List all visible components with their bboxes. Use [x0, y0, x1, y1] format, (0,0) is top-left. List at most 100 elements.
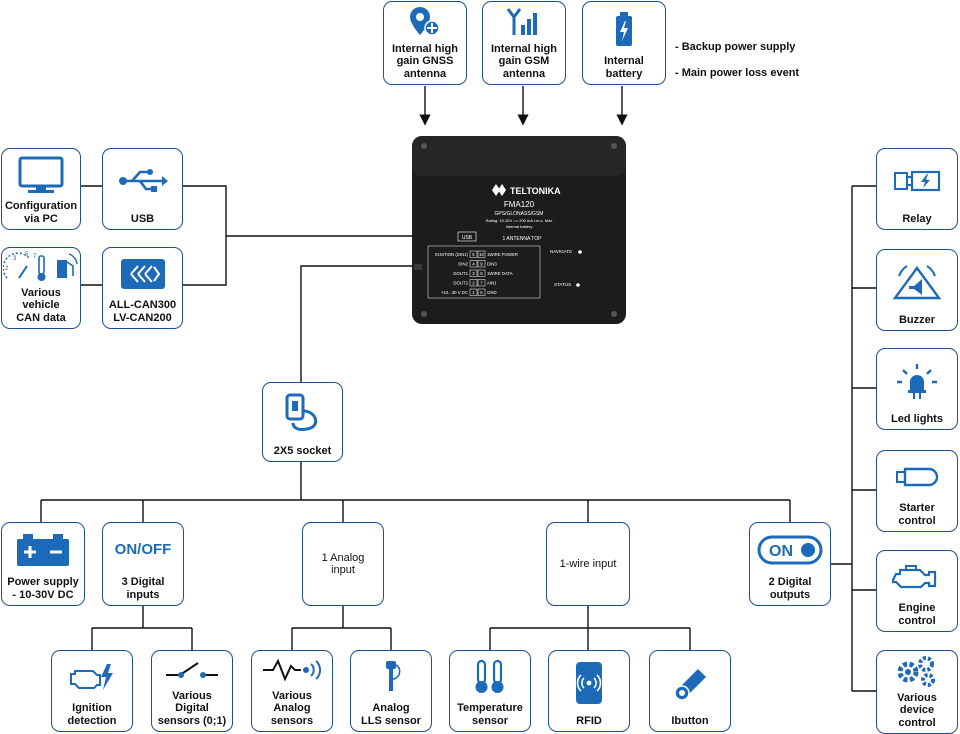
various-control-box: Various device control: [876, 650, 958, 734]
socket-box: 2X5 socket: [262, 382, 343, 462]
pin-box: [477, 279, 486, 287]
ibutton-key-icon: [674, 668, 706, 701]
various-control-label: Various device control: [897, 691, 937, 729]
relay-box: Relay: [876, 148, 958, 230]
pin-number: 3: [472, 271, 475, 276]
digital-outputs-box: ON 2 Digital outputs: [749, 522, 831, 606]
pin-number: 7: [480, 281, 483, 286]
socket-icon: [285, 393, 317, 431]
analog-input-label: 1 Analog input: [321, 551, 365, 577]
pin-left-label: DOUT1: [453, 271, 468, 276]
thermometer-icon: [475, 659, 504, 693]
battery-note-power-loss: - Main power loss event: [675, 67, 800, 79]
onewire-input-label: 1-wire input: [559, 557, 617, 570]
engine-icon: [892, 564, 937, 588]
gears-icon: [897, 656, 935, 688]
gnss-antenna-box: Internal high gain GNSS antenna: [383, 1, 467, 85]
gsm-signal-icon: [506, 8, 537, 36]
monitor-icon: [18, 156, 64, 193]
relay-label: Relay: [902, 212, 932, 225]
buzzer-box: Buzzer: [876, 249, 958, 331]
config-pc-label: Configuration via PC: [4, 200, 78, 225]
battery-note-backup: - Backup power supply: [675, 41, 796, 53]
starter-label: Starter control: [898, 502, 936, 527]
digital-sensors-label: Various Digital sensors (0;1): [157, 689, 227, 727]
pin-number: 1: [472, 290, 475, 295]
pin-number: 8: [480, 271, 483, 276]
lls-sensor-box: Analog LLS sensor: [350, 650, 432, 732]
device-antenna-top: 1 ANTENNA TOP: [503, 236, 543, 242]
digital-inputs-label: 3 Digital inputs: [121, 576, 165, 601]
pin-left-label: DIN2: [458, 262, 468, 267]
relay-icon: [894, 170, 941, 191]
battery-icon: [616, 11, 632, 46]
pin-number: 10: [479, 252, 484, 257]
analog-sensors-box: Various Analog sensors: [251, 650, 333, 732]
buzzer-icon: [892, 264, 942, 299]
pin-box: [469, 288, 478, 296]
device-model: FMA120: [504, 200, 535, 209]
rfid-label: RFID: [576, 714, 602, 727]
pin-right-label: 1WIRE DATA: [487, 271, 513, 276]
fma120-device: TELTONIKA FMA120 GPS/GLONASS/GSM Rating:…: [412, 136, 626, 324]
ibutton-box: Ibutton: [649, 650, 731, 732]
device-rating: Rating: 10-30V == 200 mA r.m.s. Max: [486, 218, 553, 223]
ignition-label: Ignition detection: [67, 702, 117, 727]
digital-sensors-box: Various Digital sensors (0;1): [151, 650, 233, 732]
pin-box: [477, 269, 486, 277]
pin-left-label: DOUT2: [453, 281, 468, 286]
battery-box: Internal battery: [582, 1, 666, 85]
battery-label: Internal battery: [604, 55, 644, 80]
pin-number: 2: [472, 281, 475, 286]
usb-label: USB: [130, 212, 155, 225]
usb-icon: [118, 168, 168, 192]
buzzer-label: Buzzer: [898, 313, 936, 326]
pin-box: [469, 260, 478, 268]
pin-number: 5: [472, 252, 475, 257]
level-sensor-icon: [386, 660, 401, 691]
rfid-card-icon: [576, 661, 602, 704]
signal-wave-icon: [263, 658, 322, 682]
pin-number: 6: [480, 290, 483, 295]
onewire-input-box: 1-wire input: [546, 522, 630, 606]
can-adapter-label: ALL-CAN300 LV-CAN200: [108, 299, 177, 324]
socket-label: 2X5 socket: [273, 444, 332, 457]
power-supply-box: Power supply - 10-30V DC: [1, 522, 85, 606]
usb-box: USB: [102, 148, 183, 230]
pin-number: 9: [480, 262, 483, 267]
pin-left-label: +10...30 V DC: [441, 290, 468, 295]
device-status-led: STATUS: [554, 282, 571, 287]
device-subtitle: GPS/GLONASS/GSM: [495, 211, 544, 217]
pin-number: 4: [472, 262, 475, 267]
gnss-antenna-label: Internal high gain GNSS antenna: [392, 42, 458, 80]
led-light-icon: [897, 363, 937, 399]
rfid-box: RFID: [548, 650, 630, 732]
engine-box: Engine control: [876, 550, 958, 632]
ibutton-label: Ibutton: [671, 714, 709, 727]
digital-inputs-box: ON/OFF 3 Digital inputs: [102, 522, 184, 606]
device-battery-note: Internal battery: [506, 224, 533, 229]
pin-box: [477, 288, 486, 296]
analog-input-box: 1 Analog input: [302, 522, 384, 606]
engine-label: Engine control: [898, 602, 936, 627]
engine-bolt-icon: [70, 663, 113, 690]
ignition-box: Ignition detection: [51, 650, 133, 732]
can-adapter-box: ALL-CAN300 LV-CAN200: [102, 247, 183, 329]
svg-text:2: 2: [5, 266, 9, 272]
analog-sensors-label: Various Analog sensors: [270, 689, 314, 727]
svg-text:7: 7: [33, 254, 37, 260]
pin-box: [469, 250, 478, 258]
pin-right-label: GND: [487, 290, 497, 295]
svg-text:5: 5: [25, 252, 29, 258]
power-supply-label: Power supply - 10-30V DC: [7, 576, 79, 601]
pin-box: [477, 250, 486, 258]
on-toggle-text: ON: [769, 543, 793, 560]
pin-left-label: IGNITION (DIN1): [435, 252, 469, 257]
digital-outputs-label: 2 Digital outputs: [768, 576, 812, 601]
pin-box: [477, 260, 486, 268]
device-navigate-led: NAVIGATE: [550, 249, 572, 254]
